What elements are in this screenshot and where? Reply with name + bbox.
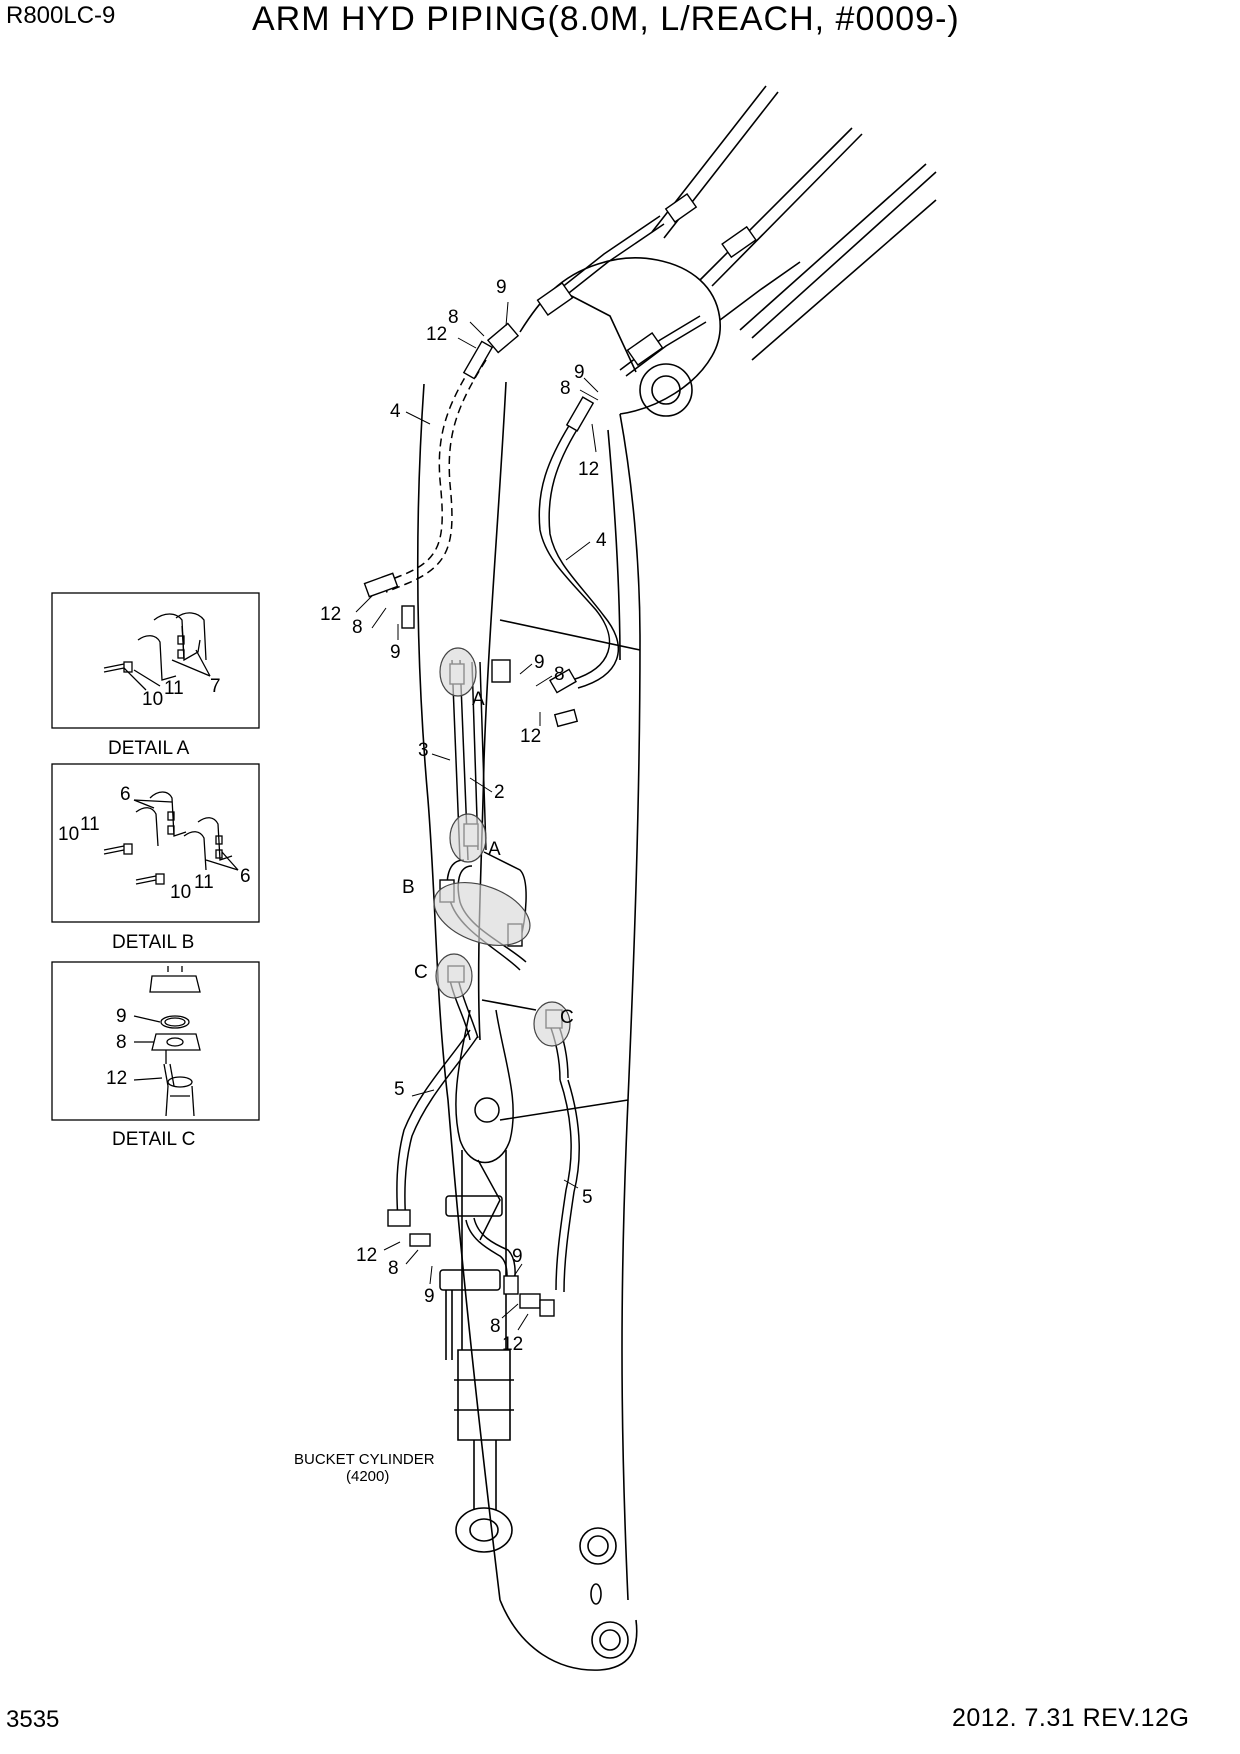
bucket-cylinder-label: BUCKET CYLINDER bbox=[294, 1451, 435, 1468]
callout-9-head: 9 bbox=[574, 362, 585, 383]
arm-linkage bbox=[439, 1009, 514, 1291]
bucket-cylinder-ref: (4200) bbox=[346, 1468, 389, 1485]
callout-8-low-right: 8 bbox=[490, 1316, 501, 1337]
detail-c-label-12: 12 bbox=[106, 1068, 127, 1089]
callout-12-head: 12 bbox=[578, 459, 599, 480]
detail-a-label-11: 11 bbox=[164, 678, 184, 699]
detail-b-label-6-right: 6 bbox=[240, 866, 251, 887]
callout-3: 3 bbox=[418, 740, 429, 761]
callout-9-right: 9 bbox=[534, 652, 545, 673]
detail-a-caption: DETAIL A bbox=[108, 738, 190, 759]
callout-8-head: 8 bbox=[560, 378, 571, 399]
callout-12-mid: 12 bbox=[320, 604, 341, 625]
callout-8-mid: 8 bbox=[352, 617, 363, 638]
callout-12-top: 12 bbox=[426, 324, 447, 345]
detail-c: 9 8 12 DETAIL C bbox=[51, 961, 260, 1150]
callout-b: B bbox=[402, 877, 415, 898]
bucket-cylinder bbox=[445, 1150, 514, 1553]
detail-b-label-11-right: 11 bbox=[194, 872, 214, 893]
callout-labels: 9 8 12 9 8 12 4 4 12 8 9 9 8 12 A 3 2 A … bbox=[320, 277, 607, 1355]
detail-b-label-10-left: 10 bbox=[58, 824, 79, 845]
detail-b-label-6-top: 6 bbox=[120, 784, 131, 805]
detail-b-label-10-right: 10 bbox=[170, 882, 191, 903]
callout-12-right: 12 bbox=[520, 726, 541, 747]
detail-c-label-9: 9 bbox=[116, 1006, 127, 1027]
page-number: 3535 bbox=[6, 1706, 60, 1733]
arm-body bbox=[416, 85, 937, 1671]
callout-4-right: 4 bbox=[596, 530, 607, 551]
callout-8-right: 8 bbox=[554, 664, 565, 685]
detail-markers bbox=[433, 647, 571, 1047]
callout-2: 2 bbox=[494, 782, 505, 803]
leader-lines bbox=[355, 301, 599, 1331]
callout-a-lower: A bbox=[488, 839, 501, 860]
callout-a-upper: A bbox=[472, 689, 485, 710]
detail-b-caption: DETAIL B bbox=[112, 932, 194, 953]
callout-9-top: 9 bbox=[496, 277, 507, 298]
detail-b-label-11-left: 11 bbox=[80, 814, 100, 835]
detail-c-label-8: 8 bbox=[116, 1032, 127, 1053]
detail-b: 6 10 11 10 11 6 DETAIL B bbox=[51, 763, 260, 953]
callout-c-left: C bbox=[414, 962, 428, 983]
callout-9-low-right: 9 bbox=[512, 1246, 523, 1267]
detail-a-label-7: 7 bbox=[210, 676, 221, 697]
page-title: ARM HYD PIPING(8.0M, L/REACH, #0009-) bbox=[252, 0, 960, 38]
detail-a-label-10: 10 bbox=[142, 689, 163, 710]
callout-8-top: 8 bbox=[448, 307, 459, 328]
callout-9-low-left: 9 bbox=[424, 1286, 435, 1307]
callout-5-right: 5 bbox=[582, 1187, 593, 1208]
callout-9-mid: 9 bbox=[390, 642, 401, 663]
callout-c-right: C bbox=[560, 1007, 574, 1028]
callout-12-low-left: 12 bbox=[356, 1245, 377, 1266]
revision-date: 2012. 7.31 REV.12G bbox=[952, 1704, 1190, 1732]
callout-5-left: 5 bbox=[394, 1079, 405, 1100]
detail-c-caption: DETAIL C bbox=[112, 1129, 195, 1150]
detail-a: 10 11 7 DETAIL A bbox=[51, 592, 260, 759]
model-number: R800LC-9 bbox=[6, 2, 116, 29]
callout-12-low-right: 12 bbox=[502, 1334, 523, 1355]
hydraulic-lines bbox=[379, 215, 707, 1293]
callout-4-left: 4 bbox=[390, 401, 401, 422]
callout-8-low-left: 8 bbox=[388, 1258, 399, 1279]
